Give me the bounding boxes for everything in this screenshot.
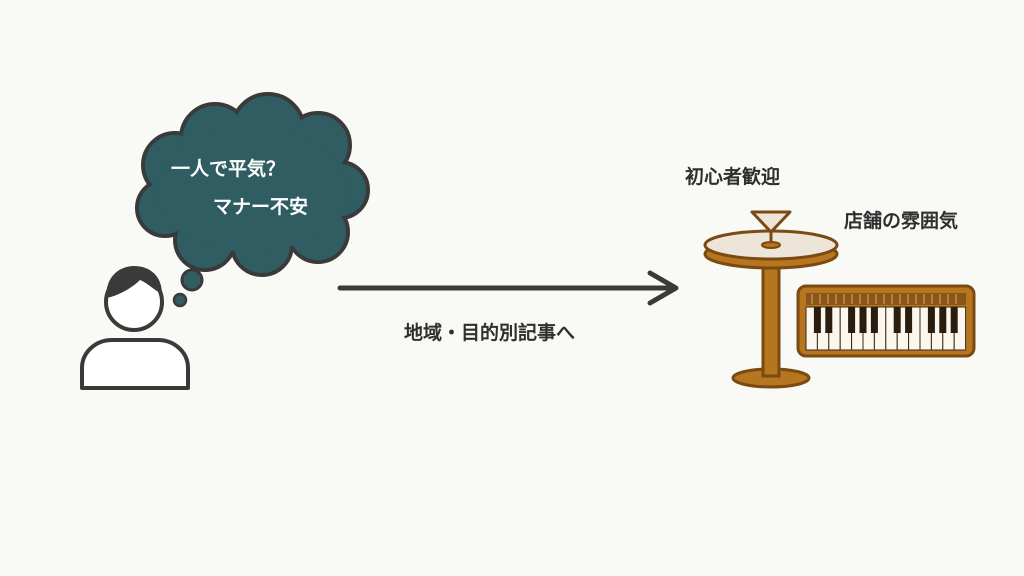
thought-bubble [135, 92, 370, 308]
piano-black-key [848, 307, 856, 333]
bubble-line-2: マナー不安 [213, 196, 309, 218]
piano-white-keys [805, 306, 967, 351]
piano-black-key [870, 307, 878, 333]
bar-table-icon [703, 229, 839, 389]
beginner-welcome-label: 初心者歓迎 [685, 166, 781, 188]
bubble-line-1: 一人で平気？ [171, 158, 286, 180]
flow-arrow [337, 270, 679, 306]
piano-black-key [950, 307, 958, 333]
thought-cloud-fill [139, 96, 366, 273]
thought-dot-small [172, 292, 188, 308]
arrow-label: 地域・目的別記事へ [404, 322, 576, 344]
piano-black-key [813, 307, 821, 333]
thought-dot-large [180, 268, 204, 292]
piano-black-key [893, 307, 901, 333]
piano-keyboard-icon [796, 284, 976, 358]
piano-black-key [859, 307, 867, 333]
piano-black-key [825, 307, 833, 333]
atmosphere-label: 店舗の雰囲気 [844, 210, 959, 232]
piano-black-keys [813, 307, 958, 333]
piano-black-key [905, 307, 913, 333]
piano-black-key [927, 307, 935, 333]
person-icon [80, 266, 190, 390]
cocktail-glass-icon [750, 210, 792, 249]
piano-black-key [939, 307, 947, 333]
